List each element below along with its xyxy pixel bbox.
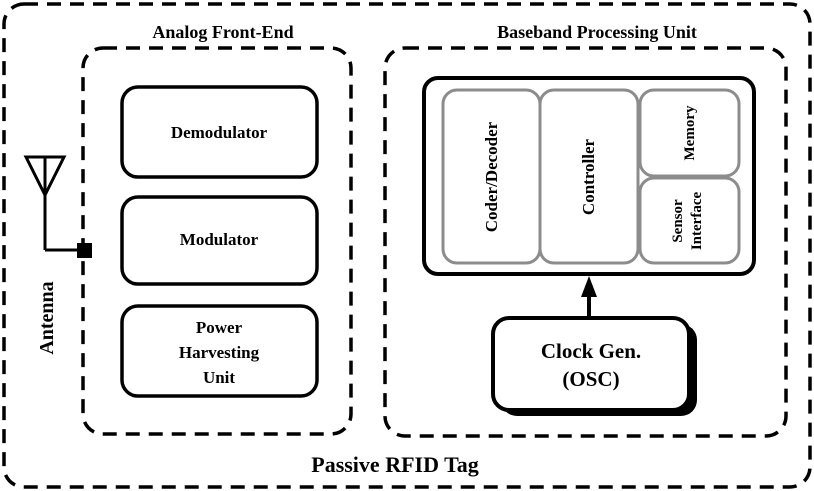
memory-block xyxy=(638,88,741,178)
clock-to-core-arrow xyxy=(581,276,597,318)
analog-front-end-title: Analog Front-End xyxy=(152,22,293,42)
memory-label: Memory xyxy=(682,105,698,160)
clock-gen-block xyxy=(491,316,691,412)
power-harvesting-label-line-2: Harvesting xyxy=(179,343,260,362)
controller-label: Controller xyxy=(579,138,598,215)
baseband-processing-unit-title: Baseband Processing Unit xyxy=(497,22,697,42)
power-harvesting-label-line-1: Power xyxy=(196,318,243,337)
baseband-processing-unit-group xyxy=(383,46,788,438)
modulator-label: Modulator xyxy=(180,230,259,249)
modulator-block xyxy=(120,195,319,286)
demodulator-block xyxy=(120,85,319,179)
clock-gen-label-line-2: (OSC) xyxy=(562,367,619,391)
power-harvesting-unit-block xyxy=(120,304,319,398)
demodulator-label: Demodulator xyxy=(171,123,268,142)
passive-rfid-tag-title: Passive RFID Tag xyxy=(311,452,478,477)
sensor-interface-label-line-2: Interface xyxy=(689,192,705,251)
antenna-label: Antenna xyxy=(36,281,58,354)
coder-decoder-label: Coder/Decoder xyxy=(482,121,501,232)
power-harvesting-label-line-3: Unit xyxy=(203,368,235,387)
clock-gen-label-line-1: Clock Gen. xyxy=(541,339,641,363)
sensor-interface-block xyxy=(638,176,741,265)
sensor-interface-label-line-1: Sensor xyxy=(670,199,686,243)
analog-front-end-group xyxy=(81,46,353,436)
antenna-icon xyxy=(23,155,84,252)
controller-block xyxy=(538,88,640,265)
antenna-port xyxy=(77,243,92,258)
